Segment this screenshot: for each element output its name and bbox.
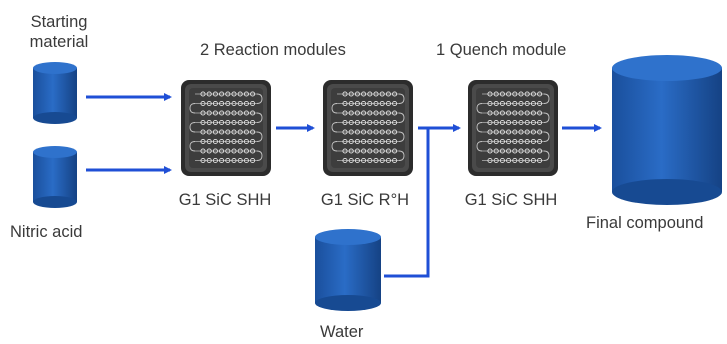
water-tank xyxy=(315,229,381,311)
label-module-2: G1 SiC R°H xyxy=(320,191,410,209)
label-reaction-modules: 2 Reaction modules xyxy=(200,41,346,59)
label-water: Water xyxy=(320,323,364,341)
label-final-compound: Final compound xyxy=(586,214,704,232)
flow-arrows xyxy=(86,93,602,278)
label-module-3: G1 SiC SHH xyxy=(464,191,558,209)
final-compound-tank xyxy=(612,55,722,205)
label-nitric-acid: Nitric acid xyxy=(10,223,83,241)
starting-material-tank xyxy=(33,62,77,124)
label-starting-material: Starting material xyxy=(14,12,104,52)
nitric-acid-tank xyxy=(33,146,77,208)
reactor-module-rh xyxy=(323,80,413,176)
label-quench-module: 1 Quench module xyxy=(436,41,567,59)
label-module-1: G1 SiC SHH xyxy=(178,191,272,209)
label-starting-material-line2: material xyxy=(29,33,89,51)
reactor-module-shh-1 xyxy=(181,80,271,176)
label-starting-material-line1: Starting xyxy=(30,13,88,31)
arrow-water-feed xyxy=(384,128,430,278)
quench-module-shh xyxy=(468,80,558,176)
